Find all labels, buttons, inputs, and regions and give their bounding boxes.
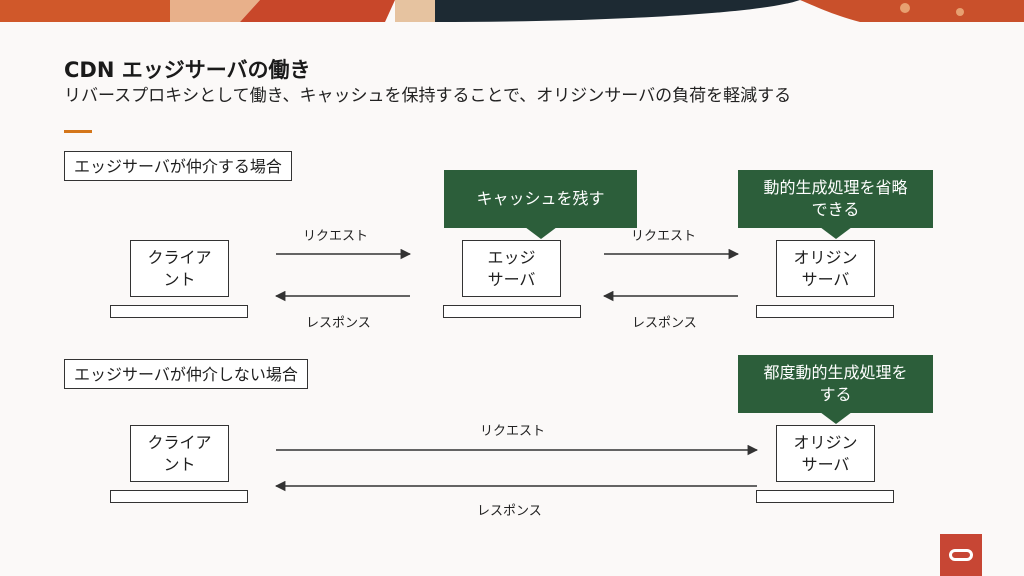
decorative-banner xyxy=(0,0,1024,22)
client-base-direct xyxy=(110,490,248,503)
client-node-direct: クライア ント xyxy=(130,425,229,482)
response-label-client-edge: レスポンス xyxy=(306,316,371,331)
callout-cache: キャッシュを残す xyxy=(444,170,637,239)
response-label-direct: レスポンス xyxy=(477,504,542,519)
accent-underline xyxy=(64,130,92,133)
page-title: CDN エッジサーバの働き xyxy=(64,58,311,82)
response-label-edge-origin: レスポンス xyxy=(632,316,697,331)
callout-skip-dynamic: 動的生成処理を省略 できる xyxy=(738,170,933,239)
logo-ring-shape xyxy=(949,549,973,561)
origin-server-node-direct: オリジン サーバ xyxy=(776,425,875,482)
client-base xyxy=(110,305,248,318)
edge-server-node: エッジ サーバ xyxy=(462,240,561,297)
section-label-with-edge: エッジサーバが仲介する場合 xyxy=(64,151,292,181)
section-label-without-edge: エッジサーバが仲介しない場合 xyxy=(64,359,308,389)
request-label-client-edge: リクエスト xyxy=(303,229,369,244)
request-label-direct: リクエスト xyxy=(480,424,546,439)
edge-server-base xyxy=(443,305,581,318)
origin-server-base-direct xyxy=(756,490,894,503)
oracle-logo-icon xyxy=(940,534,982,576)
client-node: クライア ント xyxy=(130,240,229,297)
origin-server-base xyxy=(756,305,894,318)
request-label-edge-origin: リクエスト xyxy=(631,229,697,244)
callout-dynamic-every-time: 都度動的生成処理を する xyxy=(738,355,933,424)
origin-server-node: オリジン サーバ xyxy=(776,240,875,297)
page-subtitle: リバースプロキシとして働き、キャッシュを保持することで、オリジンサーバの負荷を軽… xyxy=(64,86,792,106)
